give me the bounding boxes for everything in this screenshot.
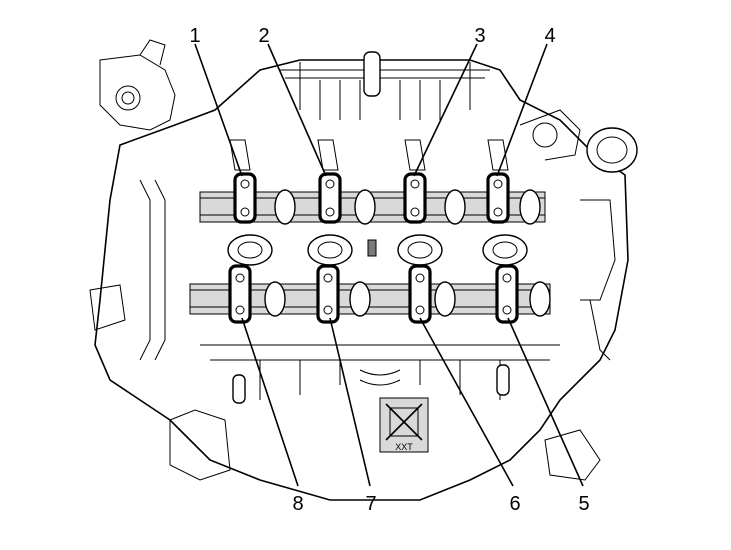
cap-2 bbox=[318, 172, 342, 224]
upper-bracket-row bbox=[229, 139, 509, 171]
callout-3: 3 bbox=[474, 25, 485, 47]
stamp-text: XXT bbox=[395, 442, 413, 452]
valve-spring-row bbox=[227, 234, 528, 266]
camshaft-bearing-caps bbox=[228, 172, 519, 324]
cap-7 bbox=[316, 264, 340, 324]
lower-camshaft bbox=[189, 281, 551, 317]
callout-leaders bbox=[194, 43, 584, 487]
callout-2: 2 bbox=[258, 25, 269, 47]
callout-labels: 1 2 3 4 8 7 6 5 bbox=[189, 25, 589, 515]
cap-6 bbox=[408, 264, 432, 324]
cap-8 bbox=[228, 264, 252, 324]
cylinder-head-outline bbox=[89, 39, 638, 501]
cap-3 bbox=[403, 172, 427, 224]
cap-1 bbox=[233, 172, 257, 224]
callout-4: 4 bbox=[544, 25, 555, 47]
callout-7: 7 bbox=[365, 493, 376, 515]
xxt-stamp: XXT bbox=[379, 397, 429, 453]
callout-5: 5 bbox=[578, 493, 589, 515]
callout-6: 6 bbox=[509, 493, 520, 515]
callout-1: 1 bbox=[189, 25, 200, 47]
cap-4 bbox=[486, 172, 510, 224]
cap-5 bbox=[495, 264, 519, 324]
callout-8: 8 bbox=[292, 493, 303, 515]
